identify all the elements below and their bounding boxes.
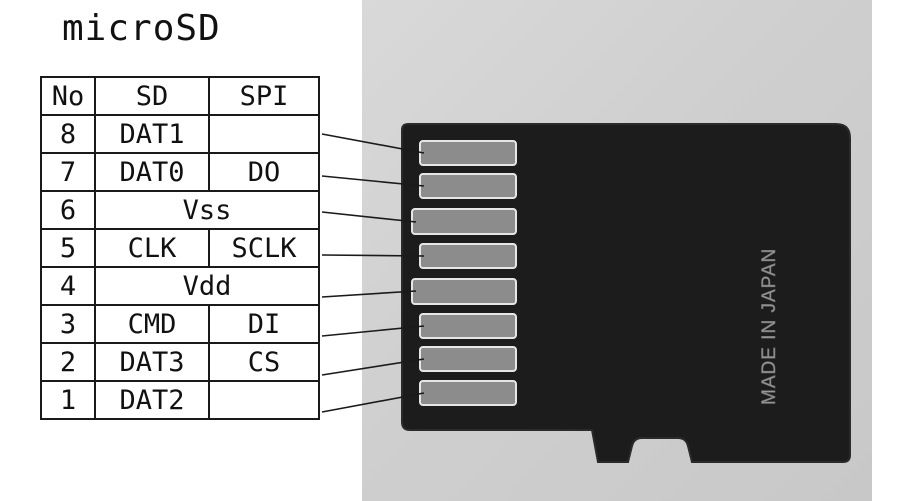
- contact-pad-5: [420, 244, 516, 268]
- leader-line-pin-5: [322, 255, 424, 256]
- contact-pad-4: [412, 279, 516, 304]
- contact-pad-3: [420, 314, 516, 338]
- contact-pad-7: [420, 174, 516, 198]
- contact-pad-6: [412, 209, 516, 234]
- card-print-text: MADE IN JAPAN: [759, 248, 780, 405]
- contact-pad-8: [420, 141, 516, 165]
- contact-pad-2: [420, 347, 516, 371]
- contact-pad-1: [420, 381, 516, 405]
